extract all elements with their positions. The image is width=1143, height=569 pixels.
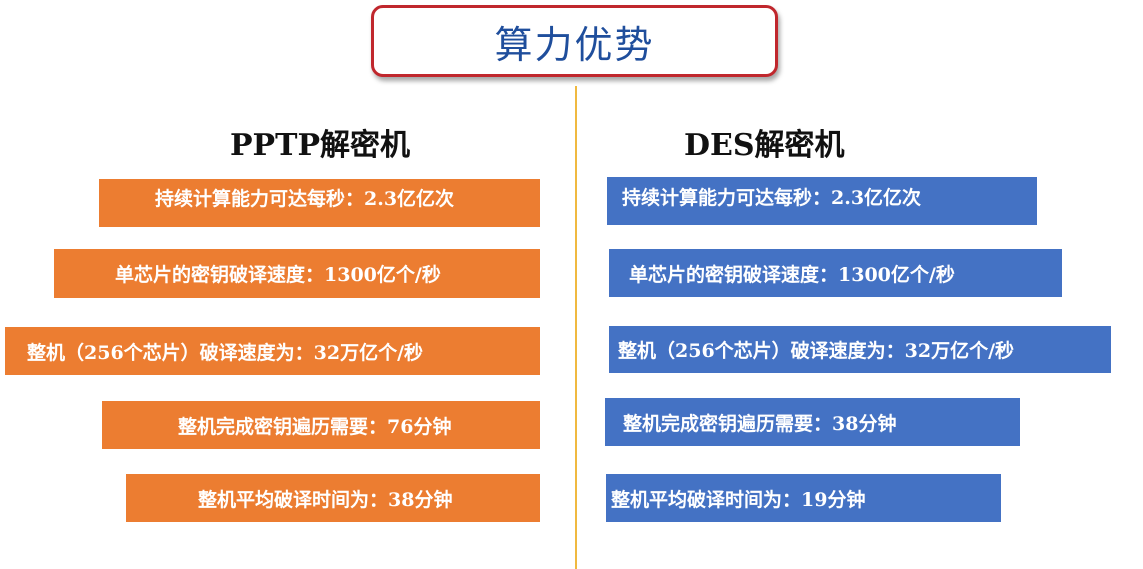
left-item-1: 持续计算能力可达每秒：2.3亿亿次 [99,179,540,227]
page-title: 算力优势 [494,22,655,67]
right-item-5: 整机平均破译时间为：19分钟 [606,474,1001,522]
left-item-1-text: 持续计算能力可达每秒：2.3亿亿次 [155,188,455,210]
right-item-2-text: 单芯片的密钥破译速度：1300亿个/秒 [629,263,955,286]
right-item-4-text: 整机完成密钥遍历需要：38分钟 [623,412,897,435]
left-item-4-text: 整机完成密钥遍历需要：76分钟 [178,415,452,438]
right-item-5-text: 整机平均破译时间为：19分钟 [611,488,866,511]
left-item-4: 整机完成密钥遍历需要：76分钟 [102,401,540,449]
title-box: 算力优势 [371,5,778,77]
column-divider [575,86,577,569]
left-column-heading: PPTP解密机 [230,128,410,163]
right-item-3: 整机（256个芯片）破译速度为：32万亿个/秒 [609,326,1111,373]
right-item-2: 单芯片的密钥破译速度：1300亿个/秒 [609,249,1062,297]
left-item-3: 整机（256个芯片）破译速度为：32万亿个/秒 [5,327,540,375]
right-item-1: 持续计算能力可达每秒：2.3亿亿次 [607,177,1037,225]
left-item-2: 单芯片的密钥破译速度：1300亿个/秒 [54,249,540,298]
left-item-3-text: 整机（256个芯片）破译速度为：32万亿个/秒 [27,341,424,364]
left-item-5: 整机平均破译时间为：38分钟 [126,474,540,522]
left-item-2-text: 单芯片的密钥破译速度：1300亿个/秒 [115,264,441,286]
right-item-3-text: 整机（256个芯片）破译速度为：32万亿个/秒 [618,340,1015,362]
right-item-1-text: 持续计算能力可达每秒：2.3亿亿次 [622,187,922,209]
right-column-heading: DES解密机 [684,128,845,163]
right-item-4: 整机完成密钥遍历需要：38分钟 [605,398,1020,446]
left-item-5-text: 整机平均破译时间为：38分钟 [198,488,453,511]
